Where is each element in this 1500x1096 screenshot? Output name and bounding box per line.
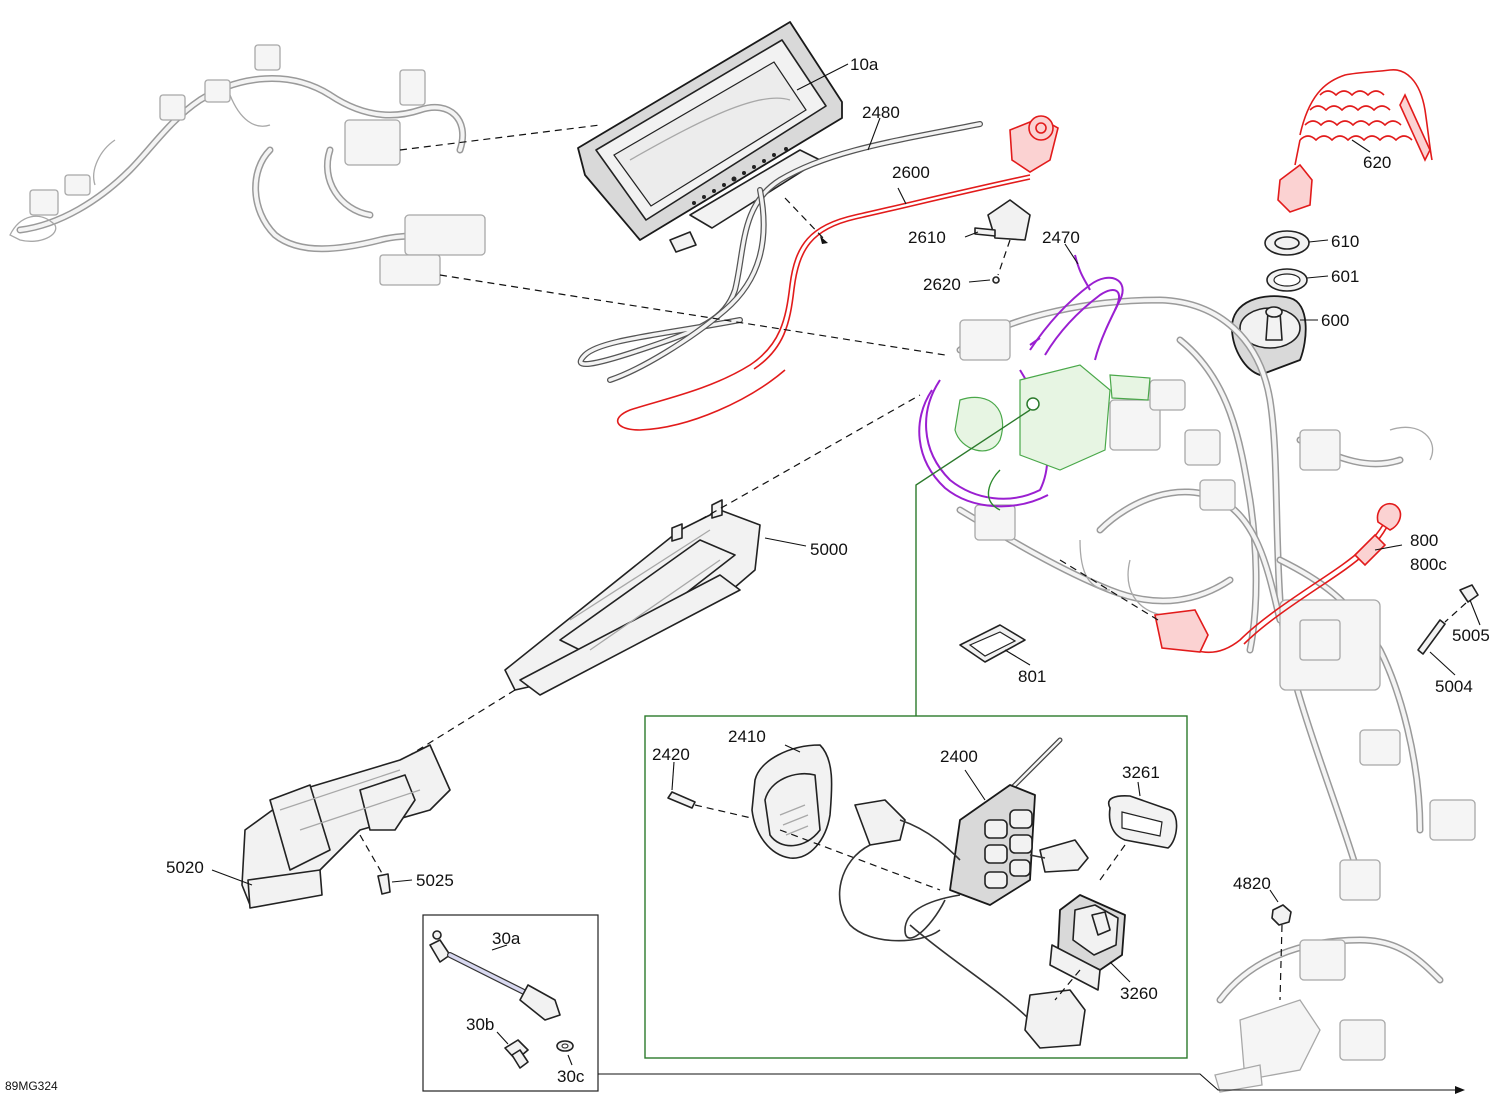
label-2470: 2470 [1042,228,1080,247]
label-2620: 2620 [923,275,961,294]
label-2610: 2610 [908,228,946,247]
label-5000: 5000 [810,540,848,559]
label-2410: 2410 [728,727,766,746]
ghost-wiring-harness-left [9,44,486,286]
label-5005: 5005 [1452,626,1490,645]
label-30a: 30a [492,929,521,948]
washer-30c [556,1040,574,1066]
label-600: 600 [1321,311,1349,330]
gasket-801 [959,624,1031,666]
sensor-cable-30a [429,930,561,1021]
dash-harness-to-cluster [399,124,601,151]
label-2420: 2420 [652,745,690,764]
label-800c: 800c [1410,555,1447,574]
label-801: 801 [1018,667,1046,686]
callout-labels: 10a 2480 2600 2610 2620 2470 620 610 601… [5,55,1490,1093]
housing-2410 [751,744,941,891]
detail-frame-sensor [422,914,599,1092]
label-610: 610 [1331,232,1359,251]
dash-cluster-to-main [784,197,826,241]
washer-601 [1266,268,1329,292]
label-800: 800 [1410,531,1438,550]
tether-cord-620 [1277,69,1433,213]
cable-800-red [1059,503,1403,654]
screw-30b [496,1031,529,1069]
detail-frame-switch-assembly [644,715,1188,1059]
label-2480: 2480 [862,103,900,122]
switch-3260 [1049,894,1131,1001]
key-switch-600 [1231,295,1318,376]
label-620: 620 [1363,153,1391,172]
arrow-head-icon [1455,1086,1465,1094]
label-3261: 3261 [1122,763,1160,782]
label-4820: 4820 [1233,874,1271,893]
main-wiring-harness-ghost [956,296,1476,1093]
gauge-cluster-10a [577,21,849,253]
housing-5000 [409,394,921,756]
cable-2600-red [616,115,1059,431]
reference-arrow [598,1073,1455,1091]
cover-3261 [1099,781,1178,881]
bracket-2610 [964,199,1031,284]
nut-610 [1264,230,1329,256]
label-30c: 30c [557,1067,585,1086]
label-2600: 2600 [892,163,930,182]
label-5004: 5004 [1435,677,1473,696]
screw-2420 [667,761,761,821]
switch-module-2400 [838,737,1089,1049]
label-3260: 3260 [1120,984,1158,1003]
label-601: 601 [1331,267,1359,286]
label-2400: 2400 [940,747,978,766]
dash-connector-to-main [439,274,946,356]
bolt-5004-5005 [1417,584,1481,676]
label-5025: 5025 [416,871,454,890]
label-30b: 30b [466,1015,494,1034]
cover-5020 [211,744,451,909]
gauge-button-row [692,147,788,205]
nut-4820 [1269,889,1292,1001]
label-5020: 5020 [166,858,204,877]
label-10a: 10a [850,55,879,74]
cable-2480 [577,117,983,383]
switch-ghost-green [915,364,1151,716]
drawing-code: 89MG324 [5,1079,58,1093]
detail-anchor-circle [1026,397,1040,411]
